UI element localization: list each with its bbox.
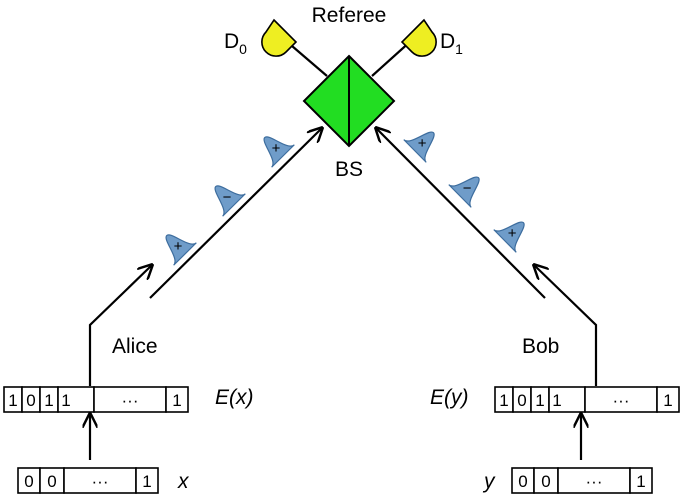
alice-beam — [149, 128, 322, 299]
alice-label: Alice — [112, 335, 158, 358]
encoded-y-label: E(y) — [430, 386, 469, 409]
input-y-label: y — [482, 470, 496, 493]
register-cell: 1 — [535, 391, 544, 410]
register-cell: ··· — [586, 472, 603, 491]
bob-pulse-1: + — [403, 131, 435, 163]
bob-pulse-sign: + — [418, 135, 427, 152]
register-cell: 1 — [499, 391, 508, 410]
detector-d0-label: D0 — [224, 30, 247, 57]
detector-d1-icon — [400, 18, 437, 57]
register-cell: 1 — [552, 391, 561, 410]
register-cell: 1 — [8, 391, 17, 410]
register-cell: 1 — [142, 472, 151, 491]
encoded-x-label: E(x) — [215, 386, 254, 409]
register-cell: 0 — [24, 472, 33, 491]
bob-launch-arrow — [534, 265, 598, 386]
bob-pulse-2: − — [448, 176, 480, 208]
alice-pulse-2: − — [214, 185, 246, 217]
alice-input-register: 0 0 ··· 1 — [17, 467, 159, 494]
register-cell: 0 — [518, 472, 527, 491]
bob-label: Bob — [522, 335, 559, 358]
bob-pulse-sign: + — [508, 225, 517, 242]
register-cell: 1 — [663, 391, 672, 410]
register-cell: 0 — [517, 391, 526, 410]
register-cell: 0 — [47, 472, 56, 491]
detector-d1-label: D1 — [440, 30, 463, 57]
alice-pulse-sign: + — [174, 238, 183, 255]
bob-input-register: 0 0 ··· 1 — [511, 467, 653, 494]
register-cell: ··· — [122, 391, 139, 410]
alice-encoded-register: 1 0 1 1 ··· 1 — [3, 386, 189, 413]
register-cell: 1 — [636, 472, 645, 491]
bob-beam — [376, 128, 546, 299]
register-cell: 1 — [44, 391, 53, 410]
register-cell: ··· — [92, 472, 109, 491]
register-cell: 0 — [26, 391, 35, 410]
alice-pulse-1: + — [165, 234, 197, 266]
detector-d0-icon — [261, 18, 298, 57]
alice-pulse-3: + — [263, 136, 295, 168]
register-cell: 1 — [172, 391, 181, 410]
register-cell: 1 — [61, 391, 70, 410]
input-x-label: x — [177, 470, 190, 493]
bob-pulse-sign: − — [463, 180, 472, 197]
alice-launch-arrow — [88, 265, 152, 386]
referee-label: Referee — [312, 4, 387, 27]
beam-splitter-label: BS — [335, 158, 363, 181]
beam-splitter — [302, 54, 396, 148]
bob-pulse-3: + — [493, 221, 525, 253]
alice-pulse-sign: − — [223, 189, 232, 206]
alice-pulse-sign: + — [272, 140, 281, 157]
bob-encoded-register: 1 0 1 1 ··· 1 — [494, 386, 680, 413]
register-cell: ··· — [613, 391, 630, 410]
register-cell: 0 — [541, 472, 550, 491]
